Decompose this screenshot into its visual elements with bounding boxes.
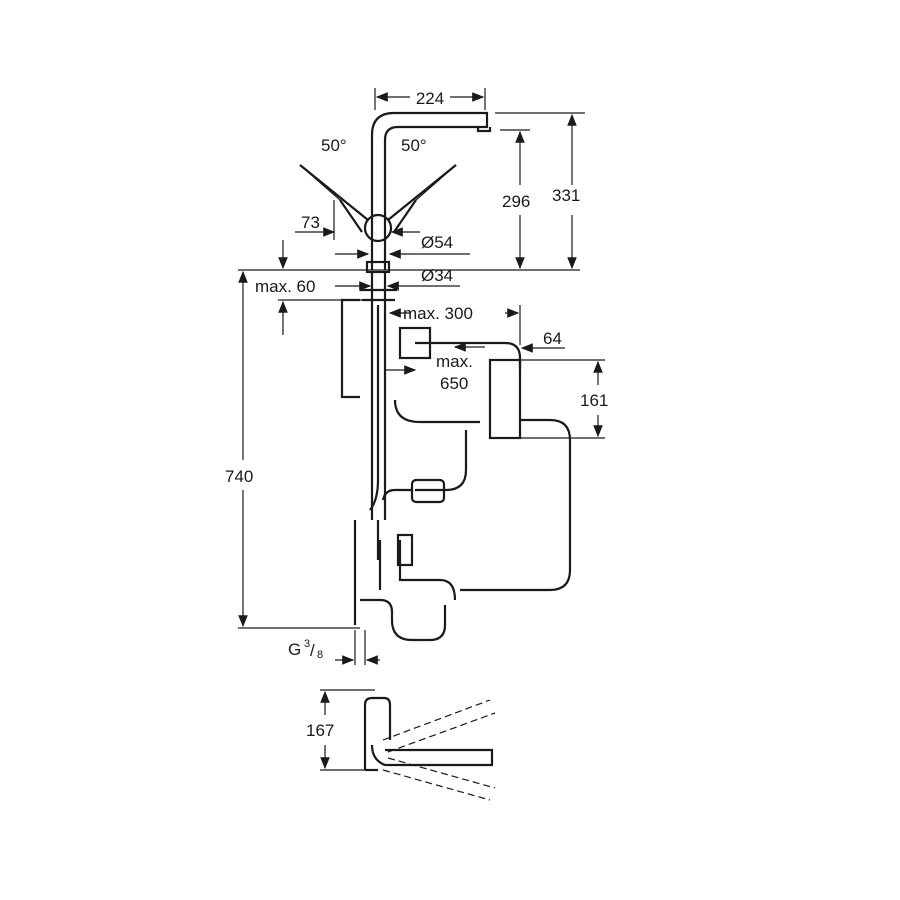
dim-install-depth: 740 <box>225 467 253 486</box>
dim-max-deck: max. 60 <box>255 277 315 296</box>
dim-spout-height: 296 <box>502 192 530 211</box>
dim-thread-numerator: 3 <box>304 638 310 650</box>
dim-thread-g: G <box>288 640 301 659</box>
dim-angle-left: 50° <box>321 136 347 155</box>
dim-lever: 73 <box>301 213 320 232</box>
dim-bottom-height: 167 <box>306 721 334 740</box>
dim-max-cable-value: 650 <box>440 374 468 393</box>
dim-shank-diameter: Ø34 <box>421 266 453 285</box>
dim-box-height: 161 <box>580 391 608 410</box>
dim-body-diameter: Ø54 <box>421 233 453 252</box>
dim-max-cable-label: max. <box>436 352 473 371</box>
dimension-lines <box>238 88 605 665</box>
dim-spout-reach: 224 <box>416 89 444 108</box>
dim-box-depth: 64 <box>543 329 562 348</box>
dim-angle-right: 50° <box>401 136 427 155</box>
dim-total-height: 331 <box>552 186 580 205</box>
fraction-slash: / <box>310 641 315 660</box>
under-sink-installation <box>340 298 572 642</box>
side-view <box>320 689 496 801</box>
dim-max-distance: max. 300 <box>403 304 473 323</box>
dim-thread-denominator: 8 <box>317 649 323 661</box>
faucet-body <box>299 111 492 302</box>
